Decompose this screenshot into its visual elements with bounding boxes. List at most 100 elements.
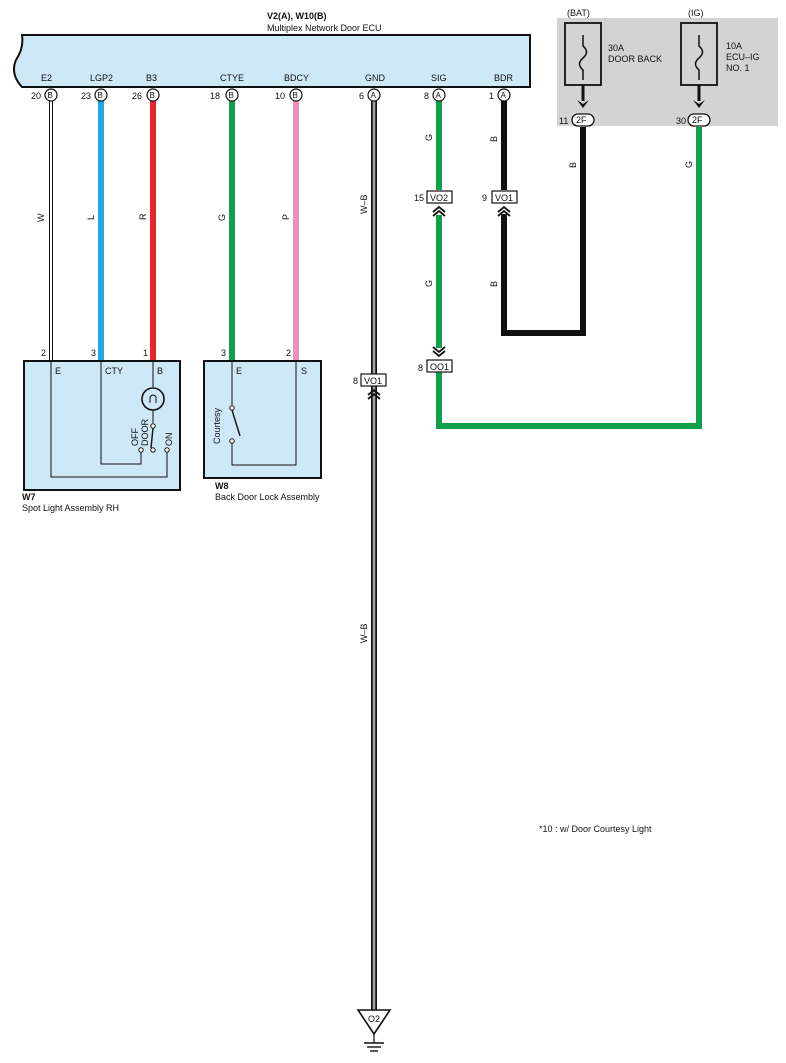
terminal-name: BDCY	[284, 73, 309, 83]
connector-name: VO2	[430, 193, 448, 203]
terminal-name: E2	[41, 73, 52, 83]
wire-color-lgp2: L	[86, 215, 96, 220]
ground-symbol: O2	[356, 1009, 392, 1052]
w8-switch-label: Courtesy	[212, 407, 222, 444]
fuse-ig-conn: 2F	[692, 115, 703, 125]
terminal-conn: B	[150, 91, 155, 100]
wire-oo1-to-fuse	[436, 127, 702, 429]
wire-bdr-lower	[501, 127, 586, 336]
w7-switch-off: OFF	[130, 428, 140, 446]
w8-switch-blade	[231, 409, 241, 437]
w7-pin: 1	[143, 348, 148, 358]
fuse-bat-conn: 2F	[576, 115, 587, 125]
ecu-terminal-bdcy: BDCY 10 B	[275, 73, 309, 102]
fuse-ig-element	[694, 35, 704, 80]
w8-pin: 3	[221, 348, 226, 358]
ecu-name: Multiplex Network Door ECU	[267, 23, 382, 33]
terminal-pin: 26	[132, 91, 142, 101]
terminal-pin: 8	[424, 91, 429, 101]
connector-oo1: 8 OO1	[418, 346, 453, 373]
w7-door-line	[100, 361, 142, 465]
wire-color-b3: R	[138, 213, 148, 220]
terminal-pin: 18	[210, 91, 220, 101]
ecu-terminal-ctye: CTYE 18 B	[210, 73, 244, 102]
ecu-terminal-bdr: BDR 1 A	[489, 73, 514, 102]
terminal-conn: B	[229, 91, 234, 100]
wire-color-bdr-upper: B	[489, 136, 499, 142]
fuse-ig-arrow	[693, 100, 705, 108]
wire-color-gnd-lower: W–B	[359, 623, 369, 643]
component-w7: 2 3 1 E CTY B OFF DOOR ON	[23, 348, 181, 491]
w7-pin: 2	[41, 348, 46, 358]
wire-color-bat-fuse: B	[568, 162, 578, 168]
w7-switch-contact	[164, 447, 170, 453]
footnote: *10 : w/ Door Courtesy Light	[539, 824, 652, 834]
ecu-title: V2(A), W10(B)	[267, 11, 327, 21]
fuse-bat-arrow	[577, 100, 589, 108]
component-w8: 3 2 E S Courtesy	[203, 348, 322, 479]
w7-name: Spot Light Assembly RH	[22, 503, 119, 513]
w8-pin: 2	[286, 348, 291, 358]
w7-switch-on: ON	[164, 433, 174, 447]
connector-pin: 9	[482, 193, 487, 203]
fuse-bat-connector	[571, 113, 595, 127]
connector-vo2: 15 VO2	[414, 190, 453, 217]
w7-term: CTY	[105, 366, 123, 376]
wire-color-bdr-lower: B	[489, 281, 499, 287]
wire-color-bdcy: P	[281, 214, 291, 220]
connector-vo1-gnd: 8 VO1	[353, 373, 387, 400]
w7-code: W7	[22, 492, 36, 502]
ecu-terminal-gnd: GND 6 A	[359, 73, 386, 102]
w8-body	[203, 360, 322, 479]
ground-triangle	[356, 1009, 392, 1036]
wire-color-sig-upper: G	[424, 134, 434, 141]
terminal-conn: B	[293, 91, 298, 100]
w8-term: S	[301, 366, 307, 376]
wire-color-sig-lower: G	[424, 280, 434, 287]
fuse-ig-label-1: ECU–IG	[726, 52, 760, 62]
terminal-name: CTYE	[220, 73, 244, 83]
ecu-terminal-lgp2: LGP2 23 B	[81, 73, 113, 102]
connector-pin: 8	[353, 376, 358, 386]
wire-color-ctye: G	[217, 214, 227, 221]
connector-name: VO1	[364, 376, 382, 386]
ecu-terminal-e2: E2 20 B	[31, 73, 58, 102]
terminal-name: BDR	[494, 73, 514, 83]
terminal-conn: B	[98, 91, 103, 100]
w8-switch-contact	[229, 438, 235, 444]
w7-term: B	[157, 366, 163, 376]
terminal-name: SIG	[431, 73, 447, 83]
ecu-body	[13, 34, 531, 88]
terminal-pin: 1	[489, 91, 494, 101]
w8-code: W8	[215, 481, 229, 491]
connector-name: OO1	[430, 362, 449, 372]
terminal-name: LGP2	[90, 73, 113, 83]
fuse-bat-rating: 30A	[608, 43, 624, 53]
connector-pin: 15	[414, 193, 424, 203]
w8-term: E	[236, 366, 242, 376]
fuse-bat-label: DOOR BACK	[608, 54, 662, 64]
terminal-conn: A	[501, 91, 507, 100]
fuse-ig-source: (IG)	[688, 8, 704, 18]
fuse-bat-source: (BAT)	[567, 8, 590, 18]
w8-name: Back Door Lock Assembly	[215, 492, 320, 502]
terminal-pin: 10	[275, 91, 285, 101]
w7-body	[23, 360, 181, 491]
ecu-terminal-sig: SIG 8 A	[424, 73, 447, 102]
terminal-pin: 6	[359, 91, 364, 101]
terminal-pin: 20	[31, 91, 41, 101]
w7-term: E	[55, 366, 61, 376]
terminal-conn: A	[436, 91, 442, 100]
w7-switch-contact	[138, 447, 144, 453]
fuse-ig-pin: 30	[676, 116, 686, 126]
w7-switch-blade	[150, 427, 154, 449]
w8-switch-contact	[229, 405, 235, 411]
wire-color-ig-fuse: G	[684, 161, 694, 168]
connector-pin: 8	[418, 363, 423, 373]
ground-label: O2	[368, 1014, 380, 1024]
terminal-name: B3	[146, 73, 157, 83]
terminal-conn: A	[371, 91, 377, 100]
terminal-pin: 23	[81, 91, 91, 101]
w7-pin: 3	[91, 348, 96, 358]
